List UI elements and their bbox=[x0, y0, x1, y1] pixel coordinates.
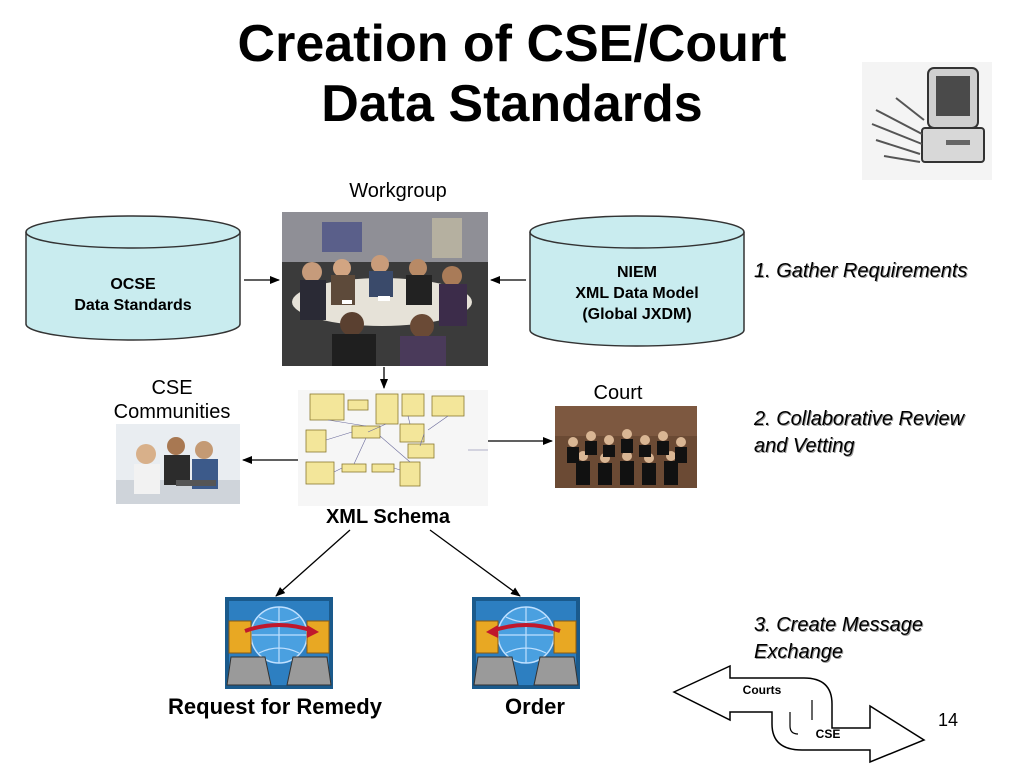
ocse-label: OCSE Data Standards bbox=[24, 274, 242, 316]
cse-communities-label: CSE Communities bbox=[92, 376, 252, 424]
exchange-cse-label: CSE bbox=[815, 727, 841, 741]
xml-schema-diagram bbox=[298, 390, 488, 506]
step-1-label: 1. Gather Requirements bbox=[754, 258, 1014, 285]
niem-line-1: NIEM bbox=[617, 264, 657, 281]
cse-communities-line-2: Communities bbox=[113, 401, 231, 423]
exchange-arrow-graphic bbox=[672, 664, 926, 764]
page-number: 14 bbox=[937, 710, 959, 730]
court-label: Court bbox=[593, 382, 643, 404]
ocse-database-cylinder bbox=[25, 215, 241, 341]
request-for-remedy-label: Request for Remedy bbox=[168, 694, 382, 719]
step-2-line-2: and Vetting bbox=[754, 435, 855, 457]
niem-line-2: XML Data Model bbox=[575, 285, 699, 302]
workgroup-photo bbox=[282, 212, 488, 366]
slide-title: Creation of CSE/Court Data Standards bbox=[0, 14, 1024, 134]
computer-icon bbox=[862, 62, 992, 180]
xml-schema-label: XML Schema bbox=[325, 506, 451, 528]
court-photo bbox=[555, 406, 697, 488]
title-line-2: Data Standards bbox=[321, 75, 703, 133]
step-2-label: 2. Collaborative Review and Vetting bbox=[754, 406, 1014, 460]
order-exchange-icon bbox=[472, 597, 580, 689]
order-label: Order bbox=[505, 694, 565, 719]
title-line-1: Creation of CSE/Court bbox=[237, 15, 787, 73]
niem-line-3: (Global JXDM) bbox=[582, 306, 692, 323]
cse-communities-line-1: CSE bbox=[151, 377, 193, 399]
arrow-schema-to-request bbox=[275, 529, 351, 597]
niem-label: NIEM XML Data Model (Global JXDM) bbox=[528, 262, 746, 325]
cse-communities-photo bbox=[116, 424, 240, 504]
step-3-line-2: Exchange bbox=[754, 641, 843, 663]
workgroup-label: Workgroup bbox=[349, 180, 447, 202]
step-3-line-1: 3. Create Message bbox=[754, 614, 923, 636]
ocse-line-2: Data Standards bbox=[74, 297, 192, 314]
request-exchange-icon bbox=[225, 597, 333, 689]
step-2-line-1: 2. Collaborative Review bbox=[754, 408, 965, 430]
step-1-line-1: 1. Gather Requirements bbox=[754, 260, 968, 282]
exchange-courts-label: Courts bbox=[742, 683, 782, 697]
ocse-line-1: OCSE bbox=[110, 276, 156, 293]
arrow-schema-to-order bbox=[429, 529, 521, 597]
step-3-label: 3. Create Message Exchange bbox=[754, 612, 1014, 666]
niem-database-cylinder bbox=[529, 215, 745, 347]
